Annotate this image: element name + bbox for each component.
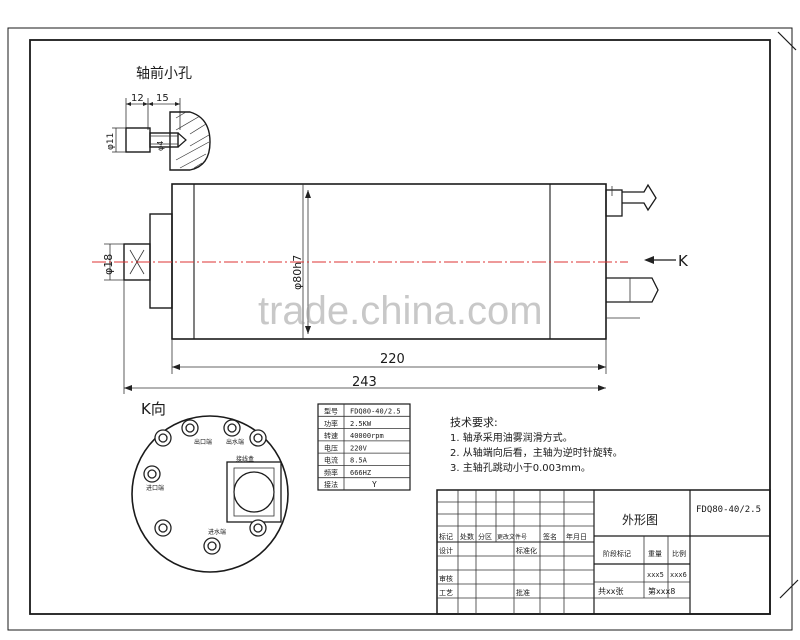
spec-value: Y [372,480,377,489]
k-view: 出口端 出水端 接线盒 进口端 进水端 [131,415,289,573]
junction-box [226,461,282,523]
detail-dim-d: φ4 [156,141,165,151]
head-label: 标记 [439,532,453,541]
outer-border [7,27,793,631]
tech-req-item: 2. 从轴端向后看，主轴为逆时针旋转。 [450,446,623,459]
corner-mark [777,31,797,51]
row-label: 标准化 [516,546,537,555]
title-block: 外形图 FDQ80-40/2.5 标记 处数 分区 更改文件号 签名 年月日 设… [436,489,771,615]
tech-req-item: 3. 主轴孔跳动小于0.003mm。 [450,461,591,474]
spec-value: 220V [350,444,368,452]
corner-mark-bottom [779,579,799,599]
port-label-1: 出口端 [194,438,212,446]
stage-label: 比例 [672,549,686,558]
technical-requirements: 技术要求: 1. 轴承采用油雾润滑方式。 2. 从轴端向后看，主轴为逆时针旋转。… [450,416,623,474]
dim-243: 243 [352,375,377,390]
k-view-title: K向 [141,400,166,418]
spec-key: 转速 [324,431,338,440]
detail-title: 轴前小孔 [136,65,192,82]
watermark: trade.china.com [258,289,543,333]
sheet-number: 第xxx8 [648,586,675,596]
bolt-holes [143,419,267,555]
spec-value: 8.5A [350,457,368,465]
row-label: 工艺 [439,589,453,597]
spec-key: 电流 [324,456,338,465]
front-hole-detail: 12 15 φ11 φ4 [106,93,211,171]
head-label: 年月日 [566,532,587,541]
port-label-2: 出水端 [226,438,244,446]
head-label: 签名 [543,532,557,541]
port-label-4: 进口端 [146,484,164,492]
water-nozzle [622,183,657,212]
scale-value: xxx6 [670,571,687,579]
spec-key: 型号 [324,407,338,416]
sheet-count: 共xx张 [598,587,623,596]
row-label: 批准 [516,588,530,597]
tech-req-item: 1. 轴承采用油雾润滑方式。 [450,431,573,444]
dim-220: 220 [380,352,405,367]
stage-label: 重量 [648,550,662,558]
k-arrow-label: K [678,252,689,270]
spec-value: 2.5KW [350,420,372,428]
row-label: 设计 [439,546,453,555]
spec-key: 频率 [324,468,338,477]
spec-key: 接法 [324,480,338,489]
tech-req-title: 技术要求: [450,416,498,429]
dim-body: φ80h7 [291,255,304,290]
detail-dim-a: 12 [131,93,144,104]
stage-label: 阶段标记 [603,549,631,558]
port-label-3: 接线盒 [236,455,254,463]
spec-value: 666HZ [350,469,371,477]
detail-dim-c: φ11 [106,133,116,150]
head-label: 分区 [478,532,492,541]
head-label: 更改文件号 [497,533,527,541]
spec-value: 40000rpm [350,432,384,440]
detail-dim-b: 15 [156,93,169,104]
dim-bore: φ18 [102,254,115,275]
k-view-flange [131,415,289,573]
spec-key: 功率 [324,419,338,428]
spec-key: 电压 [324,443,338,452]
drawing-number: FDQ80-40/2.5 [696,505,761,515]
head-label: 处数 [460,532,474,541]
spindle-side-view: φ18 φ80h7 K 220 243 [92,183,689,394]
spec-value: FDQ80-40/2.5 [350,408,401,416]
inner-border [29,39,771,615]
drawing-name: 外形图 [622,513,658,527]
spec-table: 型号 FDQ80-40/2.5 功率 2.5KW 转速 40000rpm 电压 … [317,403,411,491]
weight-value: xxx5 [647,571,664,579]
row-label: 审核 [439,574,453,583]
port-label-5: 进水端 [208,528,226,536]
